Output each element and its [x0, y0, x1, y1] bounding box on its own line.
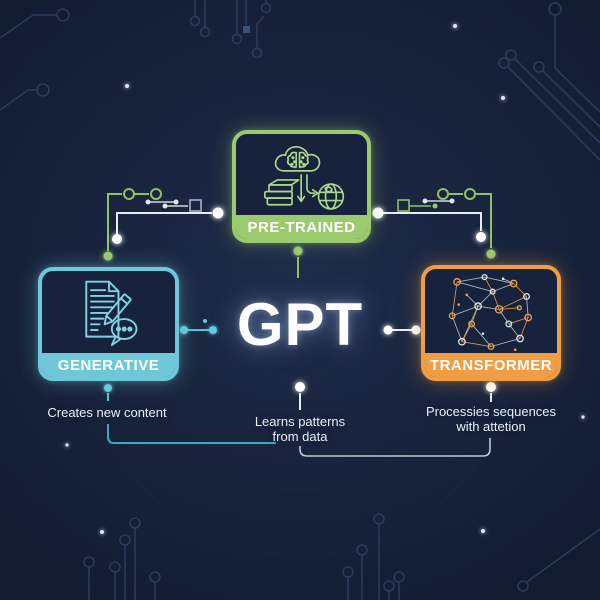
- pretrained-banner: PRE-TRAINED: [236, 215, 367, 239]
- card-pretrained: PRE-TRAINED: [232, 130, 371, 243]
- left-circuit-decoration: [103, 188, 224, 261]
- transformer-caption: Processies sequences with attetion: [425, 404, 557, 434]
- transformer-label: TRANSFORMER: [429, 356, 553, 374]
- pretrained-gpt-link: [293, 246, 303, 278]
- gpt-title: GPT: [236, 291, 364, 358]
- card-transformer: TRANSFORMER: [421, 265, 561, 381]
- neural-network-icon: [448, 274, 533, 352]
- right-circuit-decoration: [372, 188, 496, 259]
- card-generative: GENERATIVE: [38, 267, 179, 381]
- pretrained-caption: Learns patterns from data: [254, 414, 346, 444]
- generative-label: GENERATIVE: [57, 356, 160, 374]
- pretrained-label: PRE-TRAINED: [247, 218, 356, 236]
- caption-stubs: [104, 382, 496, 410]
- bottom-circuit-lines: [107, 424, 491, 457]
- pretrained-icon-wrap: [236, 134, 367, 215]
- generative-gpt-link: [180, 319, 217, 334]
- glow-dots: [65, 24, 585, 534]
- document-pencil-chat-icon: [84, 280, 137, 347]
- transformer-gpt-link: [383, 325, 421, 335]
- generative-icon-wrap: [42, 271, 175, 353]
- cloud-brain-books-globe-icon: [263, 145, 344, 210]
- transformer-banner: TRANSFORMER: [425, 353, 557, 377]
- generative-caption: Creates new content: [47, 405, 167, 420]
- generative-banner: GENERATIVE: [42, 353, 175, 377]
- transformer-icon-wrap: [425, 269, 557, 353]
